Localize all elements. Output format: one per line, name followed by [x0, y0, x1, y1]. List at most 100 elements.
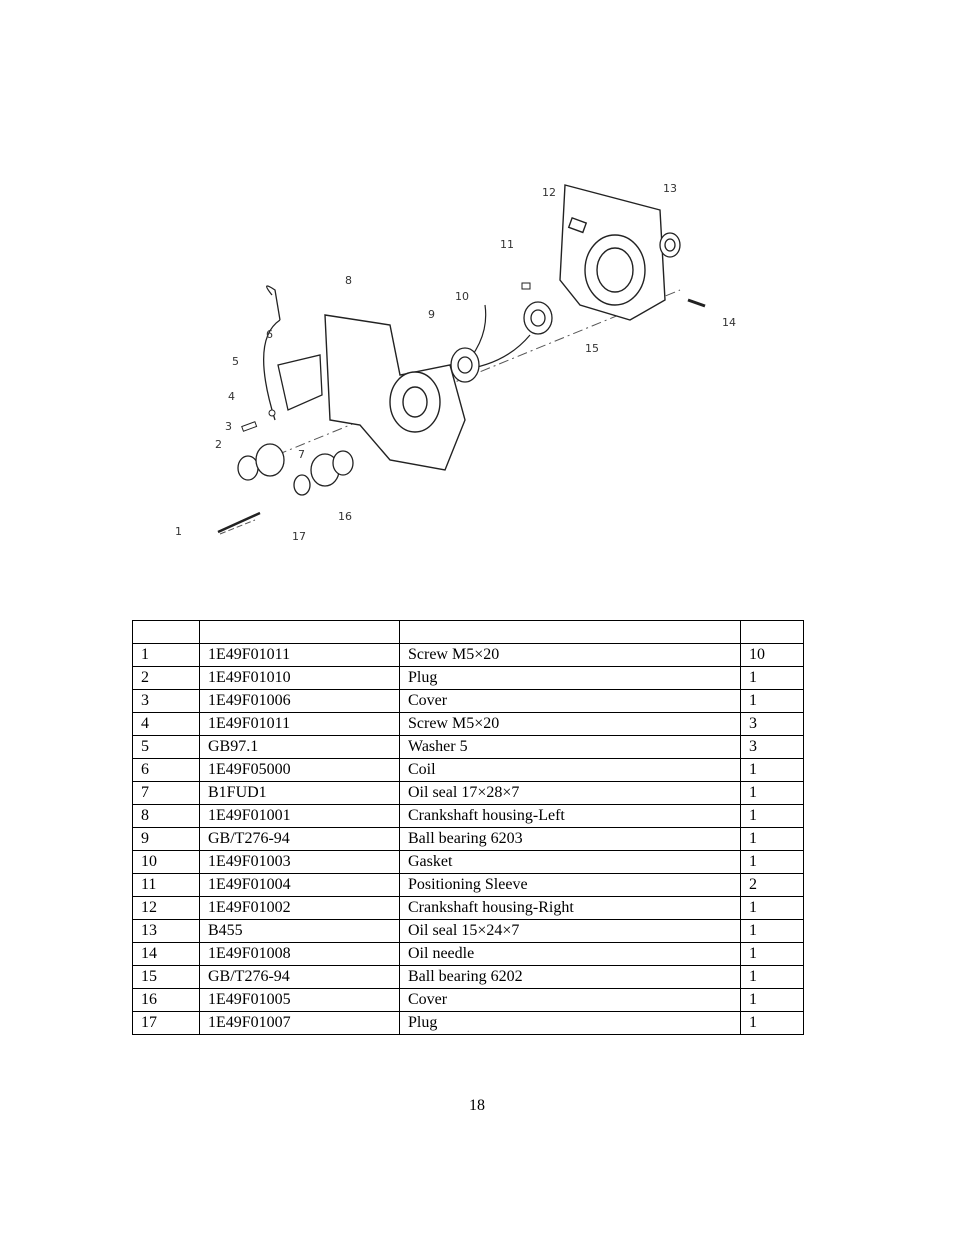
quantity-cell: 3 — [740, 735, 804, 759]
item-number-cell: 5 — [132, 735, 200, 759]
quantity-cell: 2 — [740, 873, 804, 897]
quantity-cell: 1 — [740, 689, 804, 713]
crankshaft-housing-right-drawing — [559, 184, 666, 321]
description-cell: Coil — [399, 758, 741, 782]
callout-17: 17 — [292, 530, 306, 543]
part-code-cell: 1E49F01001 — [199, 804, 400, 828]
description-cell: Oil needle — [399, 942, 741, 966]
part-code-cell: GB97.1 — [199, 735, 400, 759]
quantity-cell: 1 — [740, 942, 804, 966]
callout-10: 10 — [455, 290, 469, 303]
item-number-cell: 14 — [132, 942, 200, 966]
quantity-cell: 1 — [740, 965, 804, 989]
description-cell: Screw M5×20 — [399, 643, 741, 667]
item-number-cell: 10 — [132, 850, 200, 874]
part-code-cell: B455 — [199, 919, 400, 943]
description-cell: Cover — [399, 988, 741, 1012]
description-cell: Ball bearing 6203 — [399, 827, 741, 851]
quantity-cell: 1 — [740, 804, 804, 828]
description-cell: Plug — [399, 1011, 741, 1035]
item-number-cell: 12 — [132, 896, 200, 920]
quantity-cell: 3 — [740, 712, 804, 736]
plug-cover-left-drawing — [237, 443, 285, 481]
part-code-cell: 1E49F01005 — [199, 988, 400, 1012]
item-number-cell: 2 — [132, 666, 200, 690]
quantity-cell: 1 — [740, 850, 804, 874]
diagram-svg: 1 2 3 4 5 6 7 8 9 10 11 12 13 14 15 16 1… — [175, 182, 736, 543]
quantity-cell: 1 — [740, 988, 804, 1012]
oil-needle-drawing — [687, 298, 706, 308]
quantity-cell: 1 — [740, 827, 804, 851]
item-number-cell: 15 — [132, 965, 200, 989]
item-number-cell: 4 — [132, 712, 200, 736]
quantity-cell: 1 — [740, 666, 804, 690]
screw-axis-line — [219, 519, 256, 535]
header-cell — [132, 620, 200, 644]
page-number: 18 — [469, 1097, 485, 1114]
item-number-cell: 17 — [132, 1011, 200, 1035]
callout-1: 1 — [175, 525, 182, 538]
description-cell: Plug — [399, 666, 741, 690]
callout-4: 4 — [228, 390, 235, 403]
callout-15: 15 — [585, 342, 599, 355]
quantity-cell: 1 — [740, 896, 804, 920]
description-cell: Ball bearing 6202 — [399, 965, 741, 989]
callout-7: 7 — [298, 448, 305, 461]
callout-3: 3 — [225, 420, 232, 433]
coil-drawing — [262, 285, 323, 421]
ball-bearing-6203-drawing — [450, 347, 480, 383]
item-number-cell: 9 — [132, 827, 200, 851]
description-cell: Cover — [399, 689, 741, 713]
header-cell — [199, 620, 400, 644]
callout-16: 16 — [338, 510, 352, 523]
quantity-cell: 10 — [740, 643, 804, 667]
screw-m5-small-drawing — [241, 421, 258, 432]
description-cell: Oil seal 15×24×7 — [399, 919, 741, 943]
description-cell: Oil seal 17×28×7 — [399, 781, 741, 805]
item-number-cell: 16 — [132, 988, 200, 1012]
description-cell: Crankshaft housing-Left — [399, 804, 741, 828]
part-code-cell: 1E49F01003 — [199, 850, 400, 874]
part-code-cell: B1FUD1 — [199, 781, 400, 805]
quantity-cell: 1 — [740, 919, 804, 943]
callout-labels: 1 2 3 4 5 6 7 8 9 10 11 12 13 14 15 16 1… — [175, 182, 736, 543]
callout-12: 12 — [542, 186, 556, 199]
part-code-cell: 1E49F05000 — [199, 758, 400, 782]
item-number-cell: 6 — [132, 758, 200, 782]
callout-14: 14 — [722, 316, 736, 329]
quantity-cell: 1 — [740, 781, 804, 805]
item-number-cell: 3 — [132, 689, 200, 713]
description-cell: Screw M5×20 — [399, 712, 741, 736]
part-code-cell: 1E49F01008 — [199, 942, 400, 966]
item-number-cell: 7 — [132, 781, 200, 805]
item-number-cell: 13 — [132, 919, 200, 943]
part-code-cell: 1E49F01011 — [199, 643, 400, 667]
callout-6: 6 — [266, 328, 273, 341]
washer-drawing — [268, 409, 276, 417]
quantity-cell: 1 — [740, 1011, 804, 1035]
part-code-cell: 1E49F01011 — [199, 712, 400, 736]
part-code-cell: 1E49F01004 — [199, 873, 400, 897]
part-code-cell: GB/T276-94 — [199, 965, 400, 989]
header-cell — [740, 620, 804, 644]
item-number-cell: 1 — [132, 643, 200, 667]
plug-cover-right-drawing — [293, 450, 354, 496]
ball-bearing-6202-drawing — [523, 301, 553, 335]
callout-2: 2 — [215, 438, 222, 451]
